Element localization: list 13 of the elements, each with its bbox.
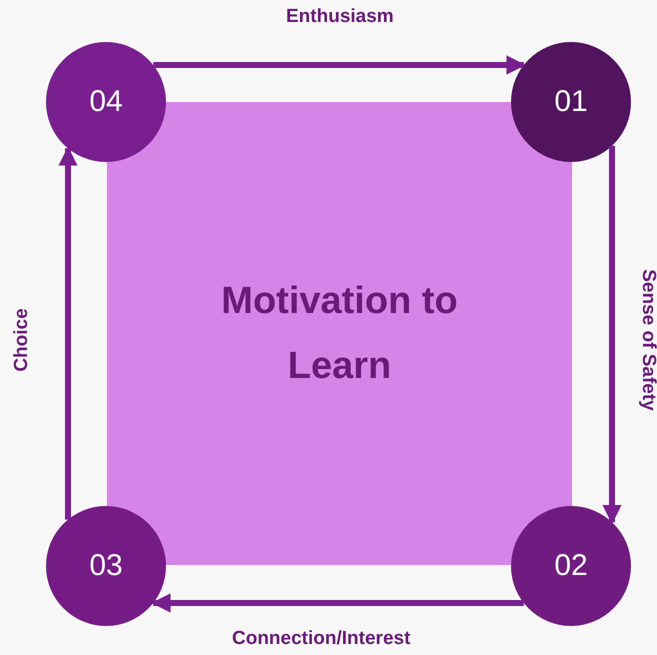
edge-label: Enthusiasm — [286, 6, 394, 28]
center-title: Motivation to Learn — [220, 278, 459, 388]
arrow — [602, 146, 622, 524]
arrow — [58, 146, 78, 520]
edge-label: Sense of Safety — [637, 269, 657, 411]
arrow — [153, 55, 526, 75]
step-number: 02 — [554, 549, 588, 583]
edge-label: Choice — [11, 308, 33, 372]
step-number: 01 — [554, 85, 588, 119]
step-number: 03 — [89, 549, 123, 583]
arrow — [151, 593, 524, 613]
edge-label: Connection/Interest — [232, 628, 410, 650]
step-number: 04 — [89, 85, 123, 119]
